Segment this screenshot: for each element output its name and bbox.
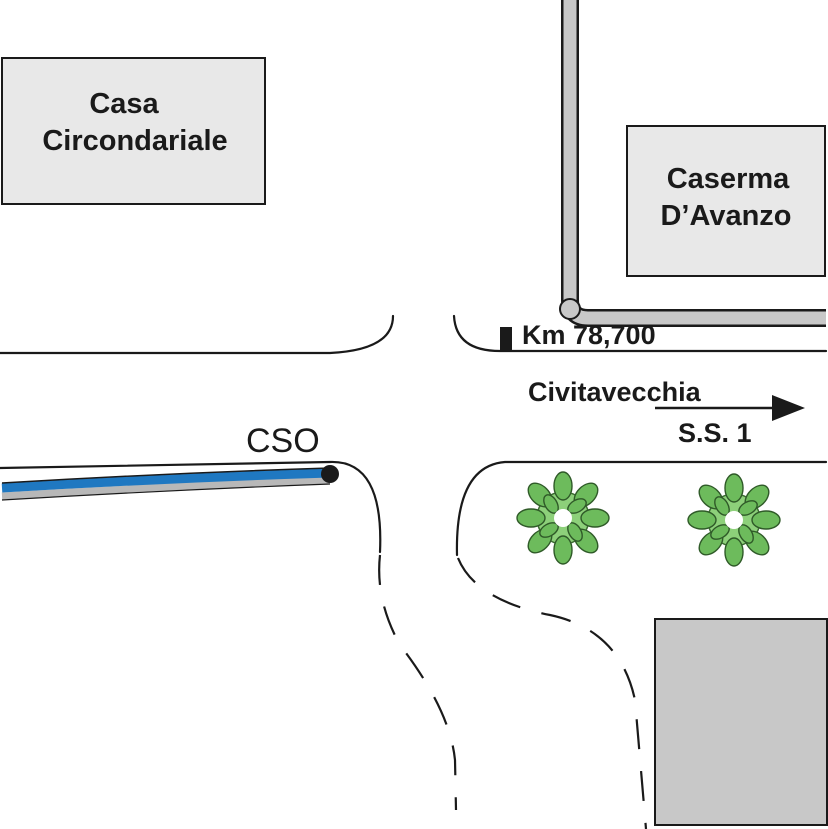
lane-dashed-left <box>378 554 458 811</box>
pipeline-gray <box>1 476 331 500</box>
road-edge-south-right <box>455 460 828 557</box>
building-label: Circondariale <box>42 125 227 157</box>
tree-icon <box>516 471 610 565</box>
lane-dashed-right <box>456 557 648 829</box>
building-label: Caserma <box>667 163 790 195</box>
pipeline-outline <box>1 467 331 484</box>
pipeline-outline <box>1 483 331 501</box>
junction-node <box>559 298 581 320</box>
building-label: D’Avanzo <box>660 200 791 232</box>
km-label: Km 78,700 <box>522 320 656 350</box>
road-edge-north-left <box>0 314 395 355</box>
road-number-label: S.S. 1 <box>678 418 752 448</box>
building-caserma-davanzo <box>626 125 826 277</box>
tree-icon <box>687 473 781 567</box>
pipeline-blue <box>1 468 331 493</box>
road-edge-north-right <box>452 314 828 353</box>
cso-label: CSO <box>246 422 320 460</box>
road-edge-south-left <box>0 460 382 554</box>
building-casa-circondariale <box>1 57 266 205</box>
direction-city-label: Civitavecchia <box>528 377 702 407</box>
building-gray <box>654 618 828 826</box>
direction-arrow-head <box>772 395 805 421</box>
building-label: Casa <box>89 88 159 120</box>
cso-station-marker <box>321 465 339 483</box>
km-marker-post <box>500 327 512 351</box>
